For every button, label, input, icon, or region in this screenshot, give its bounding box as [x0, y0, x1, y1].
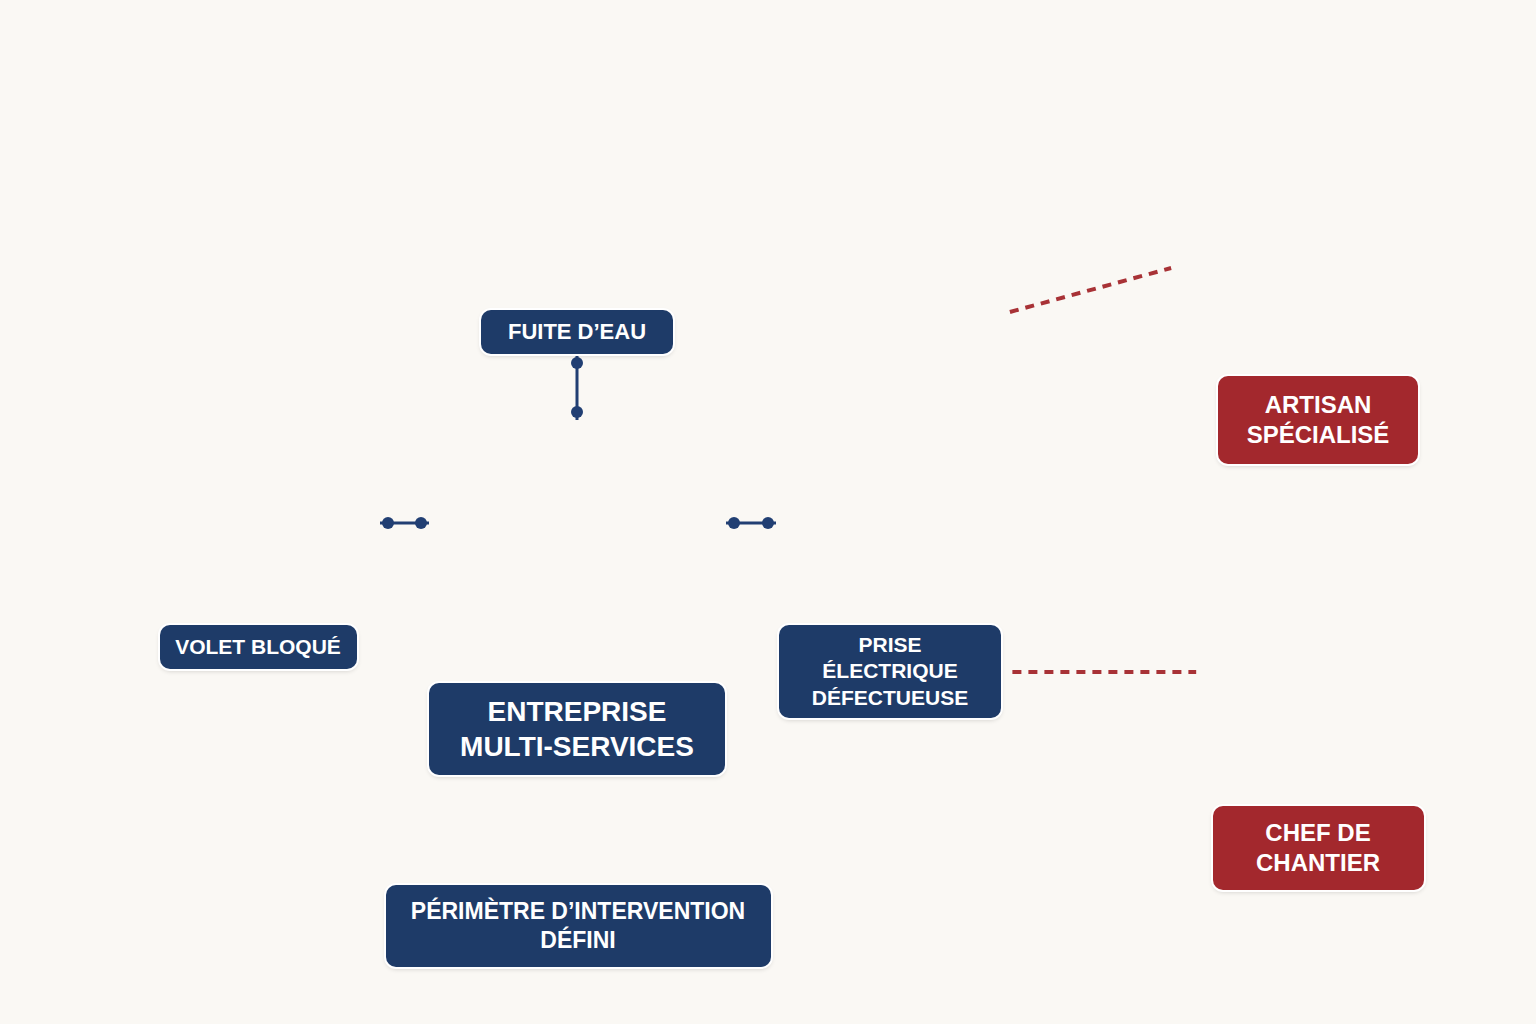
multi-service-company: ENTREPRISE MULTI-SERVICES: [430, 420, 726, 776]
circle-outline: [437, 50, 717, 330]
connector-line: [380, 522, 429, 525]
node-label: PRISE ÉLECTRIQUE DÉFECTUEUSE: [779, 625, 1001, 718]
connector-dot: [571, 357, 583, 369]
node-label: ARTISAN SPÉCIALISÉ: [1218, 376, 1418, 464]
circle-shape: [1193, 575, 1443, 825]
connector-dot: [571, 406, 583, 418]
faulty-socket-circle: PRISE ÉLECTRIQUE DÉFECTUEUSE: [776, 408, 1020, 694]
dashed-link: [1012, 670, 1196, 674]
circle-outline: [131, 403, 385, 657]
node-label: VOLET BLOQUÉ: [160, 625, 357, 669]
roller-shutter-icon: [136, 408, 380, 652]
toolbox-icon: [432, 425, 722, 658]
circle-outline: [101, 19, 1053, 971]
circle-outline: [1164, 110, 1468, 414]
faucet-icon: [514, 55, 718, 335]
intervention-perimeter: PÉRIMÈTRE D’INTERVENTION DÉFINI FUITE D’E…: [107, 25, 1047, 965]
circle-shape: [136, 408, 380, 652]
water-leak-circle: FUITE D’EAU: [442, 55, 712, 355]
connector-line: [726, 522, 776, 525]
dashed-link: [1010, 268, 1171, 312]
blocked-shutter-circle: VOLET BLOQUÉ: [136, 408, 380, 670]
node-label: CHEF DE CHANTIER: [1213, 806, 1424, 890]
connector-dot: [415, 517, 427, 529]
circle-shape: [107, 25, 1047, 965]
circle-shape: [776, 408, 1020, 652]
craftsman-figure: [1171, 117, 1461, 410]
circle-shape: [442, 55, 712, 325]
site-manager-circle: CHEF DE CHANTIER: [1193, 575, 1443, 891]
connector-dot: [728, 517, 740, 529]
site-manager-figure: [1193, 575, 1445, 830]
connector-dot: [762, 517, 774, 529]
node-label: FUITE D’EAU: [481, 310, 673, 354]
connector-dot: [382, 517, 394, 529]
craftsman-circle: ARTISAN SPÉCIALISÉ: [1171, 117, 1461, 467]
circle-outline: [771, 403, 1025, 657]
node-label: ENTREPRISE MULTI-SERVICES: [429, 683, 725, 775]
circle-outline: [1186, 568, 1450, 832]
circle-shape: [1171, 117, 1461, 407]
connector-line: [576, 355, 579, 420]
node-label: PÉRIMÈTRE D’INTERVENTION DÉFINI: [386, 885, 771, 967]
socket-icon: [828, 462, 968, 602]
